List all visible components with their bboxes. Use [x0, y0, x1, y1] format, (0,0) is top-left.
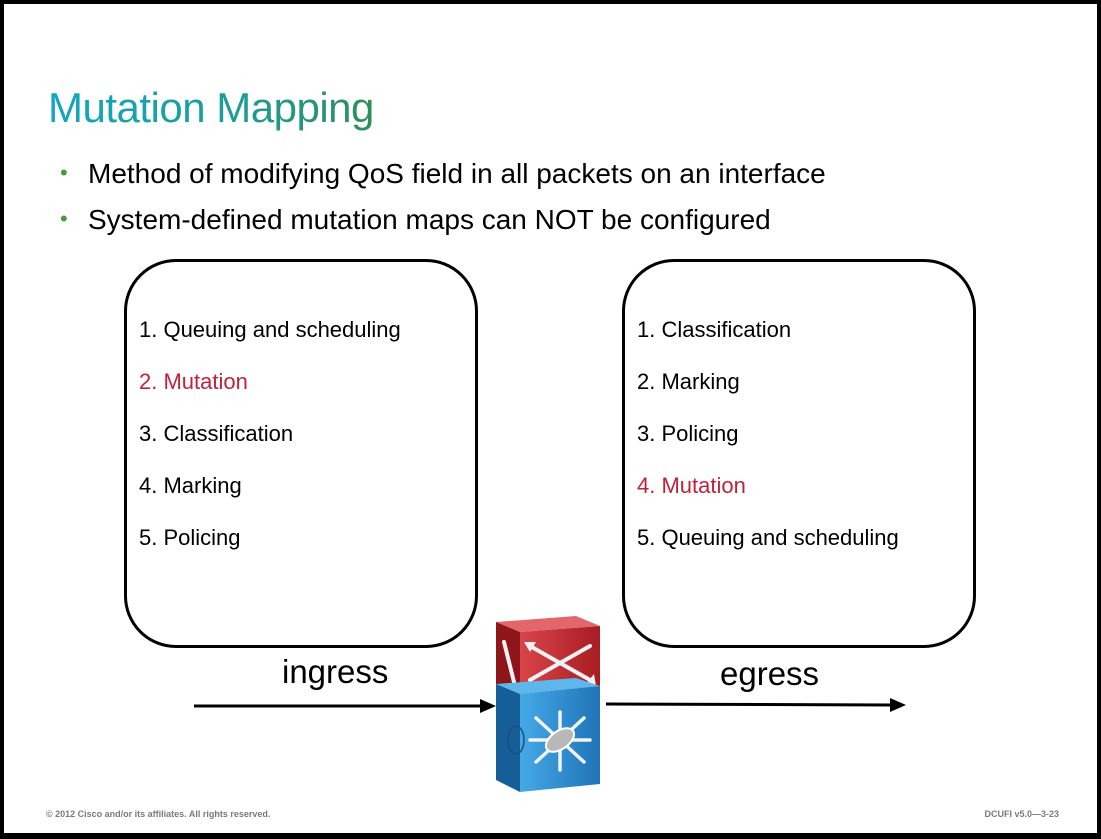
- egress-step: 5. Queuing and scheduling: [637, 525, 899, 550]
- multilayer-switch-icon: [496, 616, 600, 792]
- footer-course-code: DCUFI v5.0—3-23: [984, 809, 1059, 819]
- bullet-list: • Method of modifying QoS field in all p…: [60, 158, 826, 250]
- egress-steps-list: 1. Classification 2. Marking 3. Policing…: [637, 317, 899, 577]
- bullet-item: • Method of modifying QoS field in all p…: [60, 158, 826, 204]
- egress-step-highlighted: 4. Mutation: [637, 473, 746, 498]
- egress-arrow-icon: [605, 698, 906, 712]
- bullet-text: System-defined mutation maps can NOT be …: [88, 204, 771, 235]
- egress-step: 2. Marking: [637, 369, 740, 394]
- egress-step: 1. Classification: [637, 317, 792, 342]
- ingress-steps-box: 1. Queuing and scheduling 2. Mutation 3.…: [124, 259, 478, 648]
- bullet-dot-icon: •: [60, 206, 68, 231]
- bullet-text: Method of modifying QoS field in all pac…: [88, 158, 826, 189]
- ingress-steps-list: 1. Queuing and scheduling 2. Mutation 3.…: [139, 317, 401, 577]
- ingress-step: 4. Marking: [139, 473, 242, 498]
- bullet-dot-icon: •: [60, 160, 68, 185]
- ingress-arrow-icon: [194, 699, 496, 713]
- ingress-label: ingress: [282, 653, 389, 690]
- slide: Mutation Mapping • Method of modifying Q…: [4, 4, 1097, 833]
- ingress-step-highlighted: 2. Mutation: [139, 369, 248, 394]
- egress-steps-box: 1. Classification 2. Marking 3. Policing…: [622, 259, 976, 648]
- ingress-step: 3. Classification: [139, 421, 294, 446]
- bullet-item: • System-defined mutation maps can NOT b…: [60, 204, 826, 250]
- ingress-step: 1. Queuing and scheduling: [139, 317, 401, 342]
- egress-label: egress: [720, 655, 820, 692]
- ingress-step: 5. Policing: [139, 525, 241, 550]
- egress-step: 3. Policing: [637, 421, 739, 446]
- footer-copyright: © 2012 Cisco and/or its affiliates. All …: [46, 809, 271, 819]
- slide-title: Mutation Mapping: [48, 84, 374, 131]
